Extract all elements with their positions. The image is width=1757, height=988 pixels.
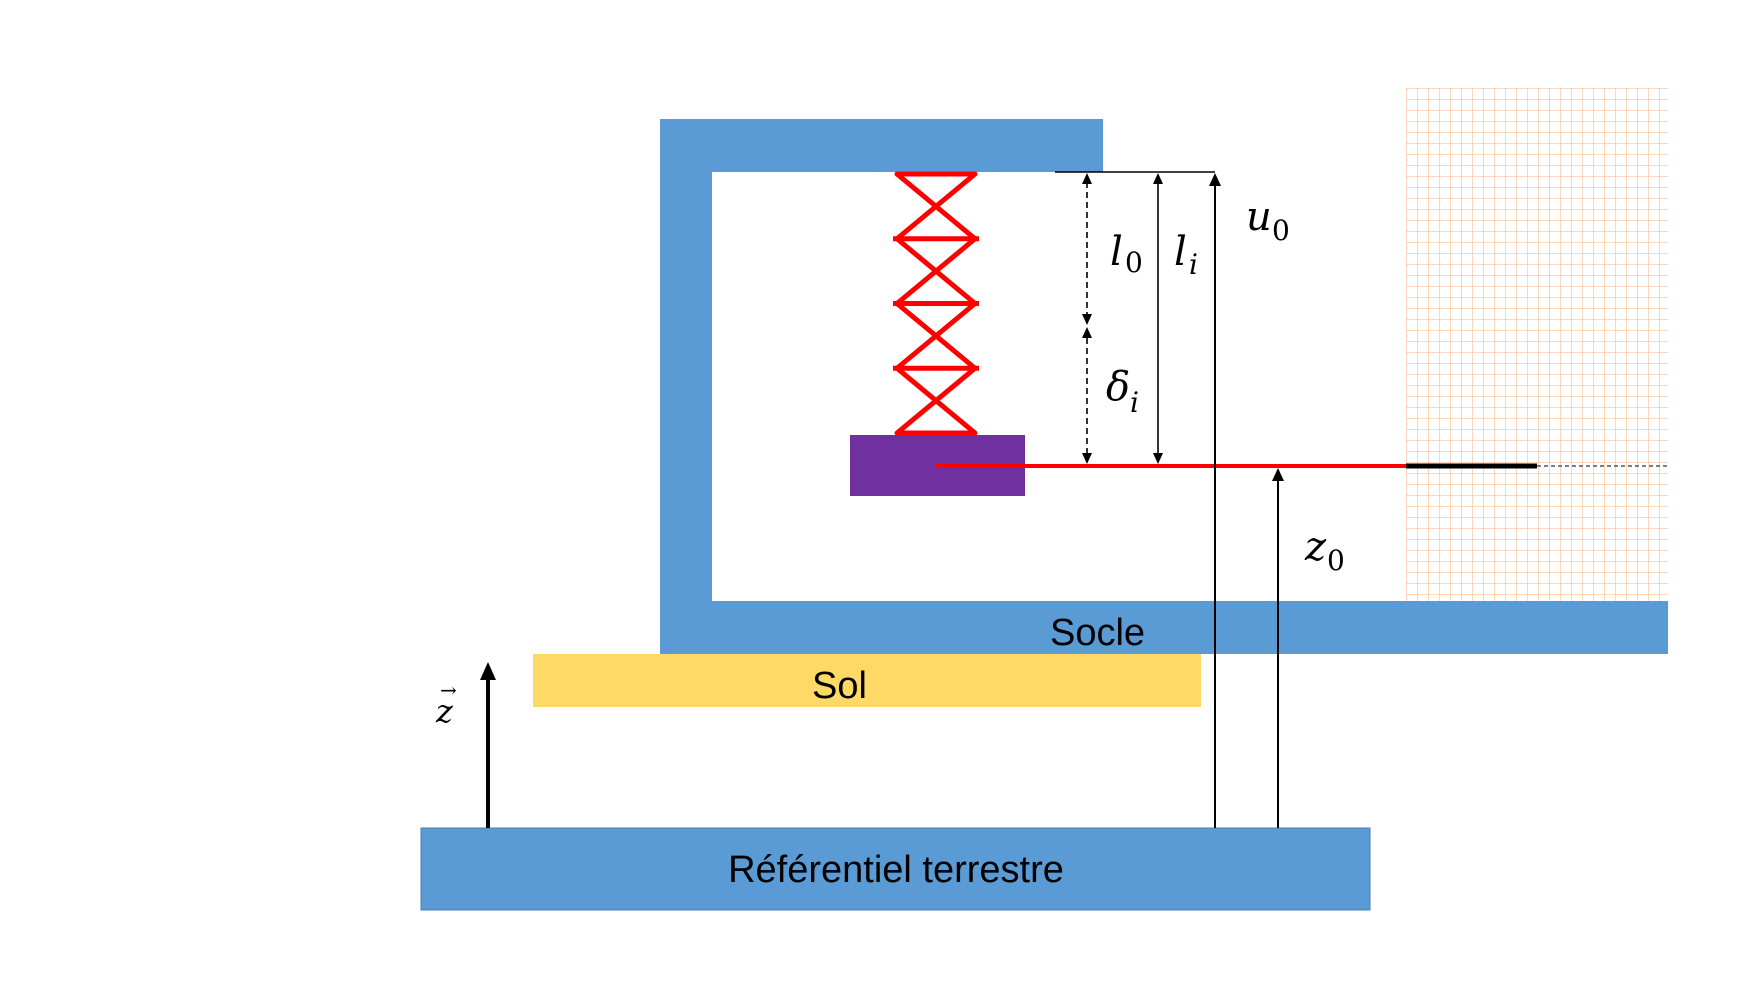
referentiel-block [420,827,1371,911]
spring [893,171,979,436]
u0-label: u 0 [1246,194,1290,247]
svg-text:→: → [440,678,457,702]
svg-text:i: i [1189,248,1198,281]
svg-text:0: 0 [1125,246,1143,279]
svg-text:δ: δ [1106,364,1130,410]
referentiel-label: Référentiel terrestre [728,849,1064,891]
sol-block [533,654,1201,707]
l0-label: l 0 [1110,229,1143,279]
svg-text:z: z [1304,524,1327,570]
graph-paper [1406,88,1668,602]
z-axis-arrow-head [480,662,496,680]
z0-arrow-head [1272,468,1284,481]
spring-diagonal [894,365,978,436]
z0-label: z 0 [1304,524,1345,577]
delta-i-arrow-head-top [1082,327,1092,338]
delta-i-arrow-head-bottom [1082,453,1092,464]
frame-top-bar [660,119,1103,172]
spring-diagonal [894,301,978,371]
delta-i-label: δ i [1106,364,1139,419]
svg-text:i: i [1130,386,1139,419]
svg-text:u: u [1246,194,1272,240]
svg-text:l: l [1174,229,1187,275]
l0-arrow-head-bottom [1082,314,1092,325]
u0-arrow-head [1209,173,1221,186]
sol-label: Sol [812,665,867,707]
spring-diagonal [894,171,978,242]
frame-base-bar [660,601,1668,654]
li-arrow-head-top [1153,173,1163,184]
li-label: l i [1174,229,1198,281]
socle-frame [660,119,1668,654]
z-axis-label: z → [435,678,457,730]
spring-diagonal [894,236,978,306]
li-arrow-head-bottom [1153,453,1163,464]
l0-arrow-head-top [1082,173,1092,184]
svg-text:l: l [1110,229,1123,275]
svg-text:z: z [435,692,454,730]
svg-text:0: 0 [1272,214,1290,247]
svg-text:0: 0 [1327,544,1345,577]
frame-left-bar [660,119,712,654]
socle-label: Socle [1050,612,1145,654]
